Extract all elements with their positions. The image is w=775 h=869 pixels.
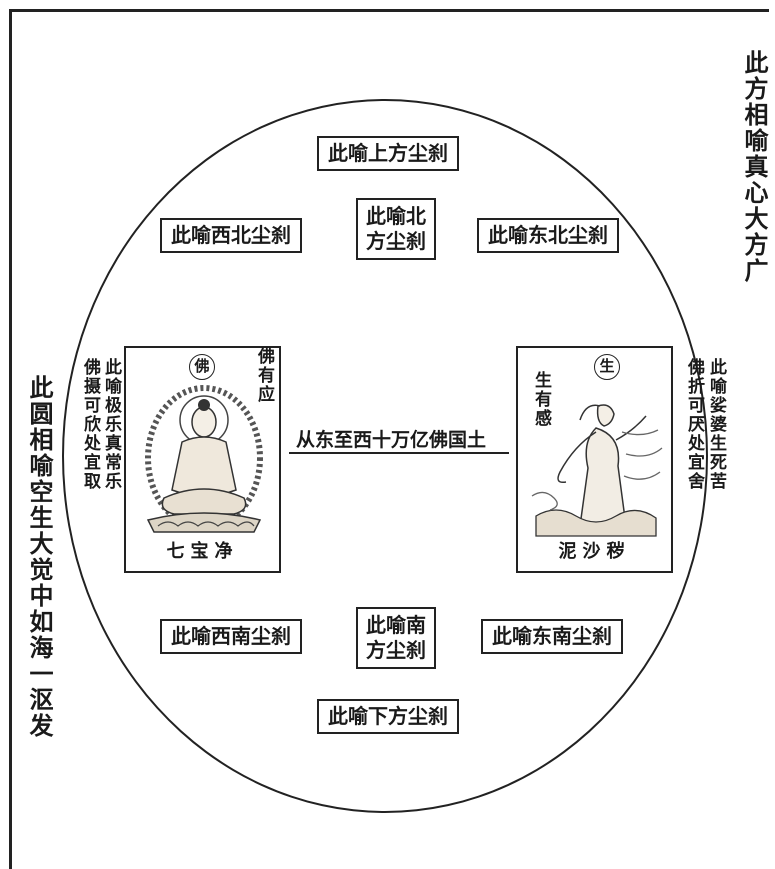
buddha-outer-col2: 佛摄可欣处宜取 (80, 358, 100, 491)
label-south: 此喻南 方尘刹 (356, 607, 436, 669)
great-circle (62, 99, 708, 813)
label-southeast: 此喻东南尘刹 (481, 619, 623, 654)
outer-frame (9, 9, 769, 869)
label-above: 此喻上方尘刹 (317, 136, 459, 171)
buddha-mark: 佛 (189, 354, 215, 380)
being-figure (531, 404, 663, 537)
label-southwest: 此喻西南尘刹 (160, 619, 302, 654)
right-outer-caption: 此方相喻真心大方广 (740, 50, 769, 284)
buddha-side-text: 佛有应 (254, 347, 274, 404)
label-north: 此喻北 方尘刹 (356, 198, 436, 260)
label-below: 此喻下方尘刹 (317, 699, 459, 734)
being-side-text: 生有感 (531, 371, 551, 428)
label-south-line2: 方尘刹 (366, 638, 426, 662)
east-west-line (289, 452, 509, 454)
buddha-caption: 七宝净 (166, 541, 239, 562)
buddha-card: 佛 七宝净 (124, 346, 281, 573)
label-south-line1: 此喻南 (366, 613, 426, 637)
label-northwest: 此喻西北尘刹 (160, 218, 302, 253)
buddha-figure (145, 385, 263, 533)
label-northeast: 此喻东北尘刹 (477, 218, 619, 253)
distance-caption: 从东至西十万亿佛国土 (296, 429, 487, 451)
being-card: 生 泥沙秽 (516, 346, 673, 573)
being-mark: 生 (594, 354, 620, 380)
being-caption: 泥沙秽 (558, 541, 631, 562)
being-outer-col2: 佛折可厌处宜舍 (684, 358, 704, 491)
being-outer-col1: 此喻娑婆生死苦 (706, 358, 726, 491)
left-outer-caption: 此圆相喻空生大觉中如海一沤发 (25, 375, 54, 739)
buddha-outer-col1: 此喻极乐真常乐 (101, 358, 121, 491)
label-north-line1: 此喻北 (366, 204, 426, 228)
label-north-line2: 方尘刹 (366, 229, 426, 253)
